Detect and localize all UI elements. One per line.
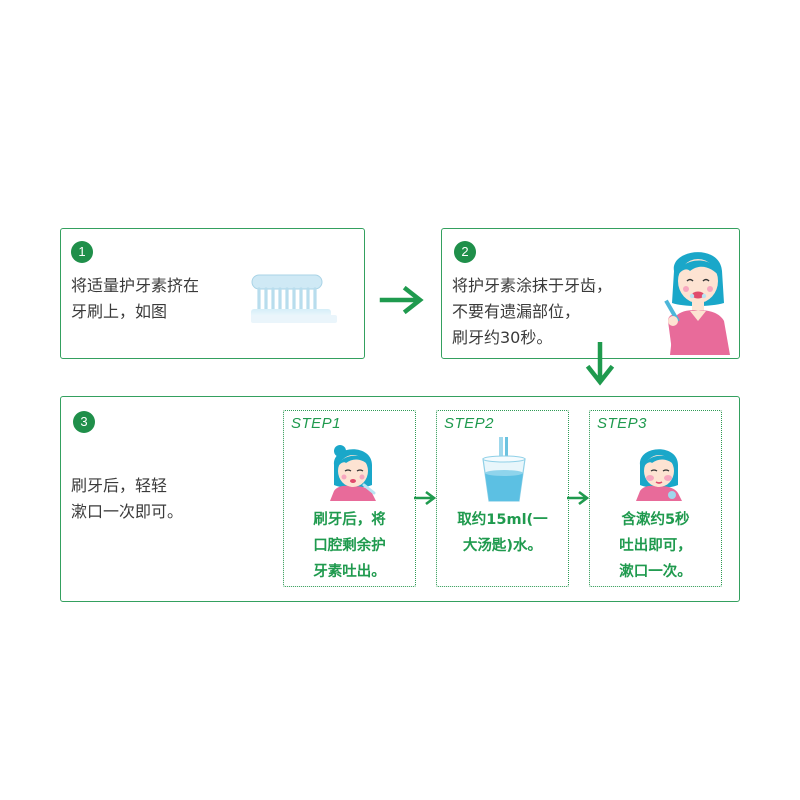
arrow-right-icon — [567, 490, 590, 506]
step-1-text: 将适量护牙素挤在 牙刷上，如图 — [71, 273, 199, 325]
toothbrush-icon — [251, 274, 337, 323]
girl-spitting-icon — [330, 445, 376, 501]
step-1-number: 1 — [71, 241, 93, 263]
substep-1-text: 刷牙后，将 口腔剩余护 牙素吐出。 — [284, 507, 415, 585]
substep-1-title: STEP1 — [291, 415, 342, 432]
substep-1-box: STEP1 刷牙后，将 口腔剩余护 牙素吐出。 — [283, 410, 416, 587]
step-2-text: 将护牙素涂抹于牙齿， 不要有遗漏部位， 刷牙约30秒。 — [452, 273, 612, 351]
substep-3-box: STEP3 含漱约5秒 吐出即可， 漱口一次。 — [589, 410, 722, 587]
step-3-text: 刷牙后，轻轻 漱口一次即可。 — [71, 473, 183, 525]
substep-1-line-2: 口腔剩余护 — [313, 538, 386, 554]
substep-3-text: 含漱约5秒 吐出即可， 漱口一次。 — [590, 507, 721, 585]
step-1-line-1: 将适量护牙素挤在 — [71, 276, 200, 295]
step-2-number: 2 — [454, 241, 476, 263]
step-2-line-1: 将护牙素涂抹于牙齿， — [452, 276, 613, 295]
substep-2-text: 取约15ml(一 大汤匙)水。 — [437, 507, 568, 559]
step-1-card: 1 将适量护牙素挤在 牙刷上，如图 — [60, 228, 365, 359]
arrow-down-icon — [585, 342, 615, 386]
substep-2-box: STEP2 取约15ml(一 大汤匙)水。 — [436, 410, 569, 587]
substep-1-line-3: 牙素吐出。 — [313, 564, 386, 580]
substep-3-line-2: 吐出即可， — [619, 538, 692, 554]
step-2-card: 2 将护牙素涂抹于牙齿， 不要有遗漏部位， 刷牙约30秒。 — [441, 228, 740, 359]
step-1-line-2: 牙刷上，如图 — [71, 302, 168, 321]
step-3-line-1: 刷牙后，轻轻 — [71, 476, 168, 495]
step-3-card: 3 刷牙后，轻轻 漱口一次即可。 STEP1 刷牙后，将 口腔剩余护 牙素吐出。 — [60, 396, 740, 602]
girl-brushing-icon — [664, 252, 730, 355]
girl-rinsing-icon — [636, 449, 682, 501]
substep-1-line-1: 刷牙后，将 — [313, 512, 386, 528]
substep-3-line-1: 含漱约5秒 — [621, 512, 690, 528]
substep-2-title: STEP2 — [444, 415, 495, 432]
water-cup-icon — [482, 437, 526, 502]
arrow-right-icon — [379, 285, 424, 315]
arrow-right-icon — [414, 490, 437, 506]
step-3-number: 3 — [73, 411, 95, 433]
step-2-line-2: 不要有遗漏部位， — [452, 302, 581, 321]
step-3-line-2: 漱口一次即可。 — [71, 502, 184, 521]
step-2-line-3: 刷牙约30秒。 — [452, 328, 553, 347]
substep-2-line-1: 取约15ml(一 — [457, 512, 548, 528]
substep-2-line-2: 大汤匙)水。 — [462, 538, 543, 554]
substep-3-line-3: 漱口一次。 — [619, 564, 692, 580]
substep-3-title: STEP3 — [597, 415, 648, 432]
